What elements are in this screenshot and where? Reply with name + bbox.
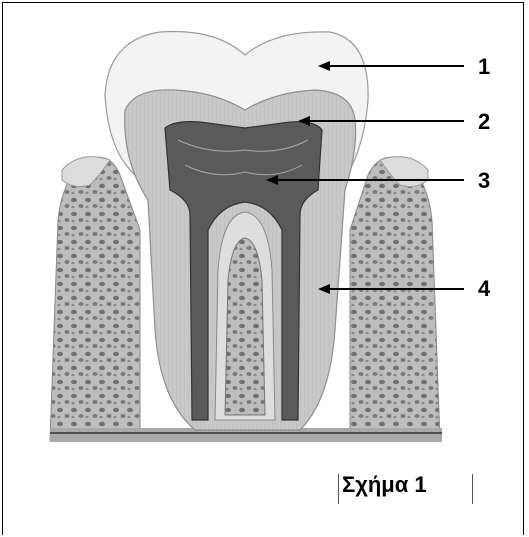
caption-bracket-left (338, 474, 339, 504)
label-4: 4 (478, 276, 490, 302)
label-2: 2 (478, 109, 490, 135)
label-3: 3 (478, 168, 490, 194)
caption-bracket-right (472, 474, 473, 504)
label-1: 1 (478, 54, 490, 80)
inter-root-bone (215, 212, 275, 420)
figure-caption: Σχήμα 1 (342, 472, 427, 498)
